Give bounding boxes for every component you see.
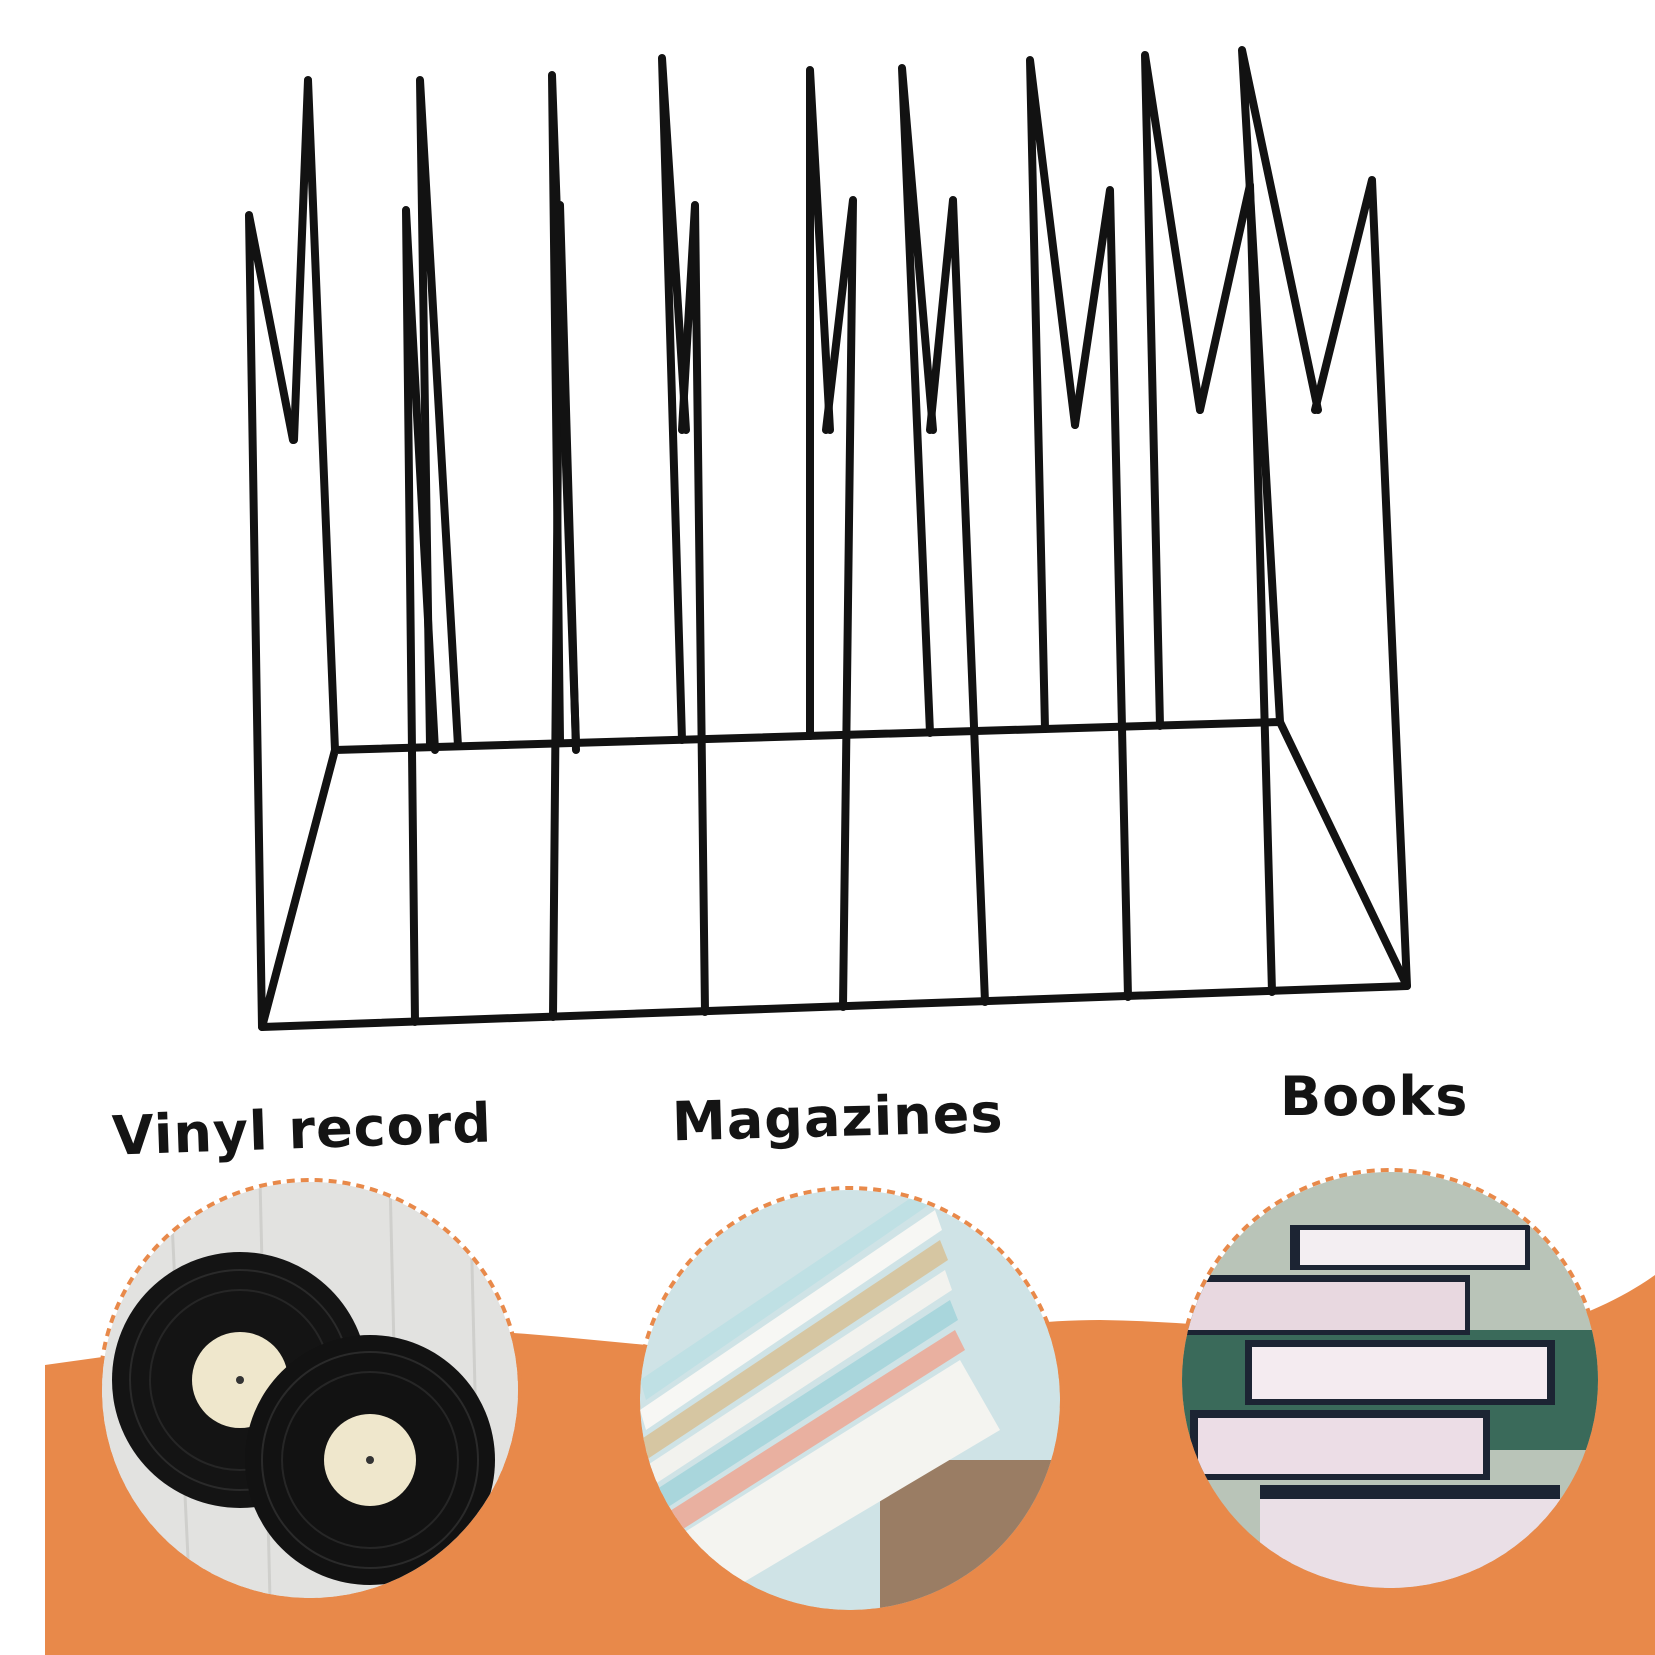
rack-divider-back-9 [1238,46,1322,726]
rack-divider-front-4 [678,201,709,1016]
rack-divider-back-3 [548,71,580,747]
caption-books: Books [1280,1065,1469,1128]
rack-divider-front-6 [926,196,989,1006]
caption-magazines: Magazines [671,1081,1005,1154]
rack-divider-back-6 [898,64,937,737]
rack-divider-back-5 [806,66,834,740]
rack-base-frame [258,718,1411,1031]
rack-divider-front-8 [1196,181,1276,996]
rack-divider-front-1 [245,211,297,1031]
rack-divider-front-5 [822,196,857,1011]
rack-divider-front-7 [1071,186,1132,1001]
wire-rack [245,46,1411,1031]
magazine-stack-icon [636,1186,1064,1614]
rack-divider-back-1 [290,76,339,754]
rack-divider-back-4 [658,54,690,744]
rack-divider-front-9 [1311,176,1411,990]
rack-divider-back-7 [1026,56,1079,733]
caption-vinyl-record: Vinyl record [111,1091,493,1168]
rack-divider-back-2 [416,76,462,750]
book-stack-icon [1178,1168,1602,1592]
rack-divider-back-8 [1141,51,1204,730]
